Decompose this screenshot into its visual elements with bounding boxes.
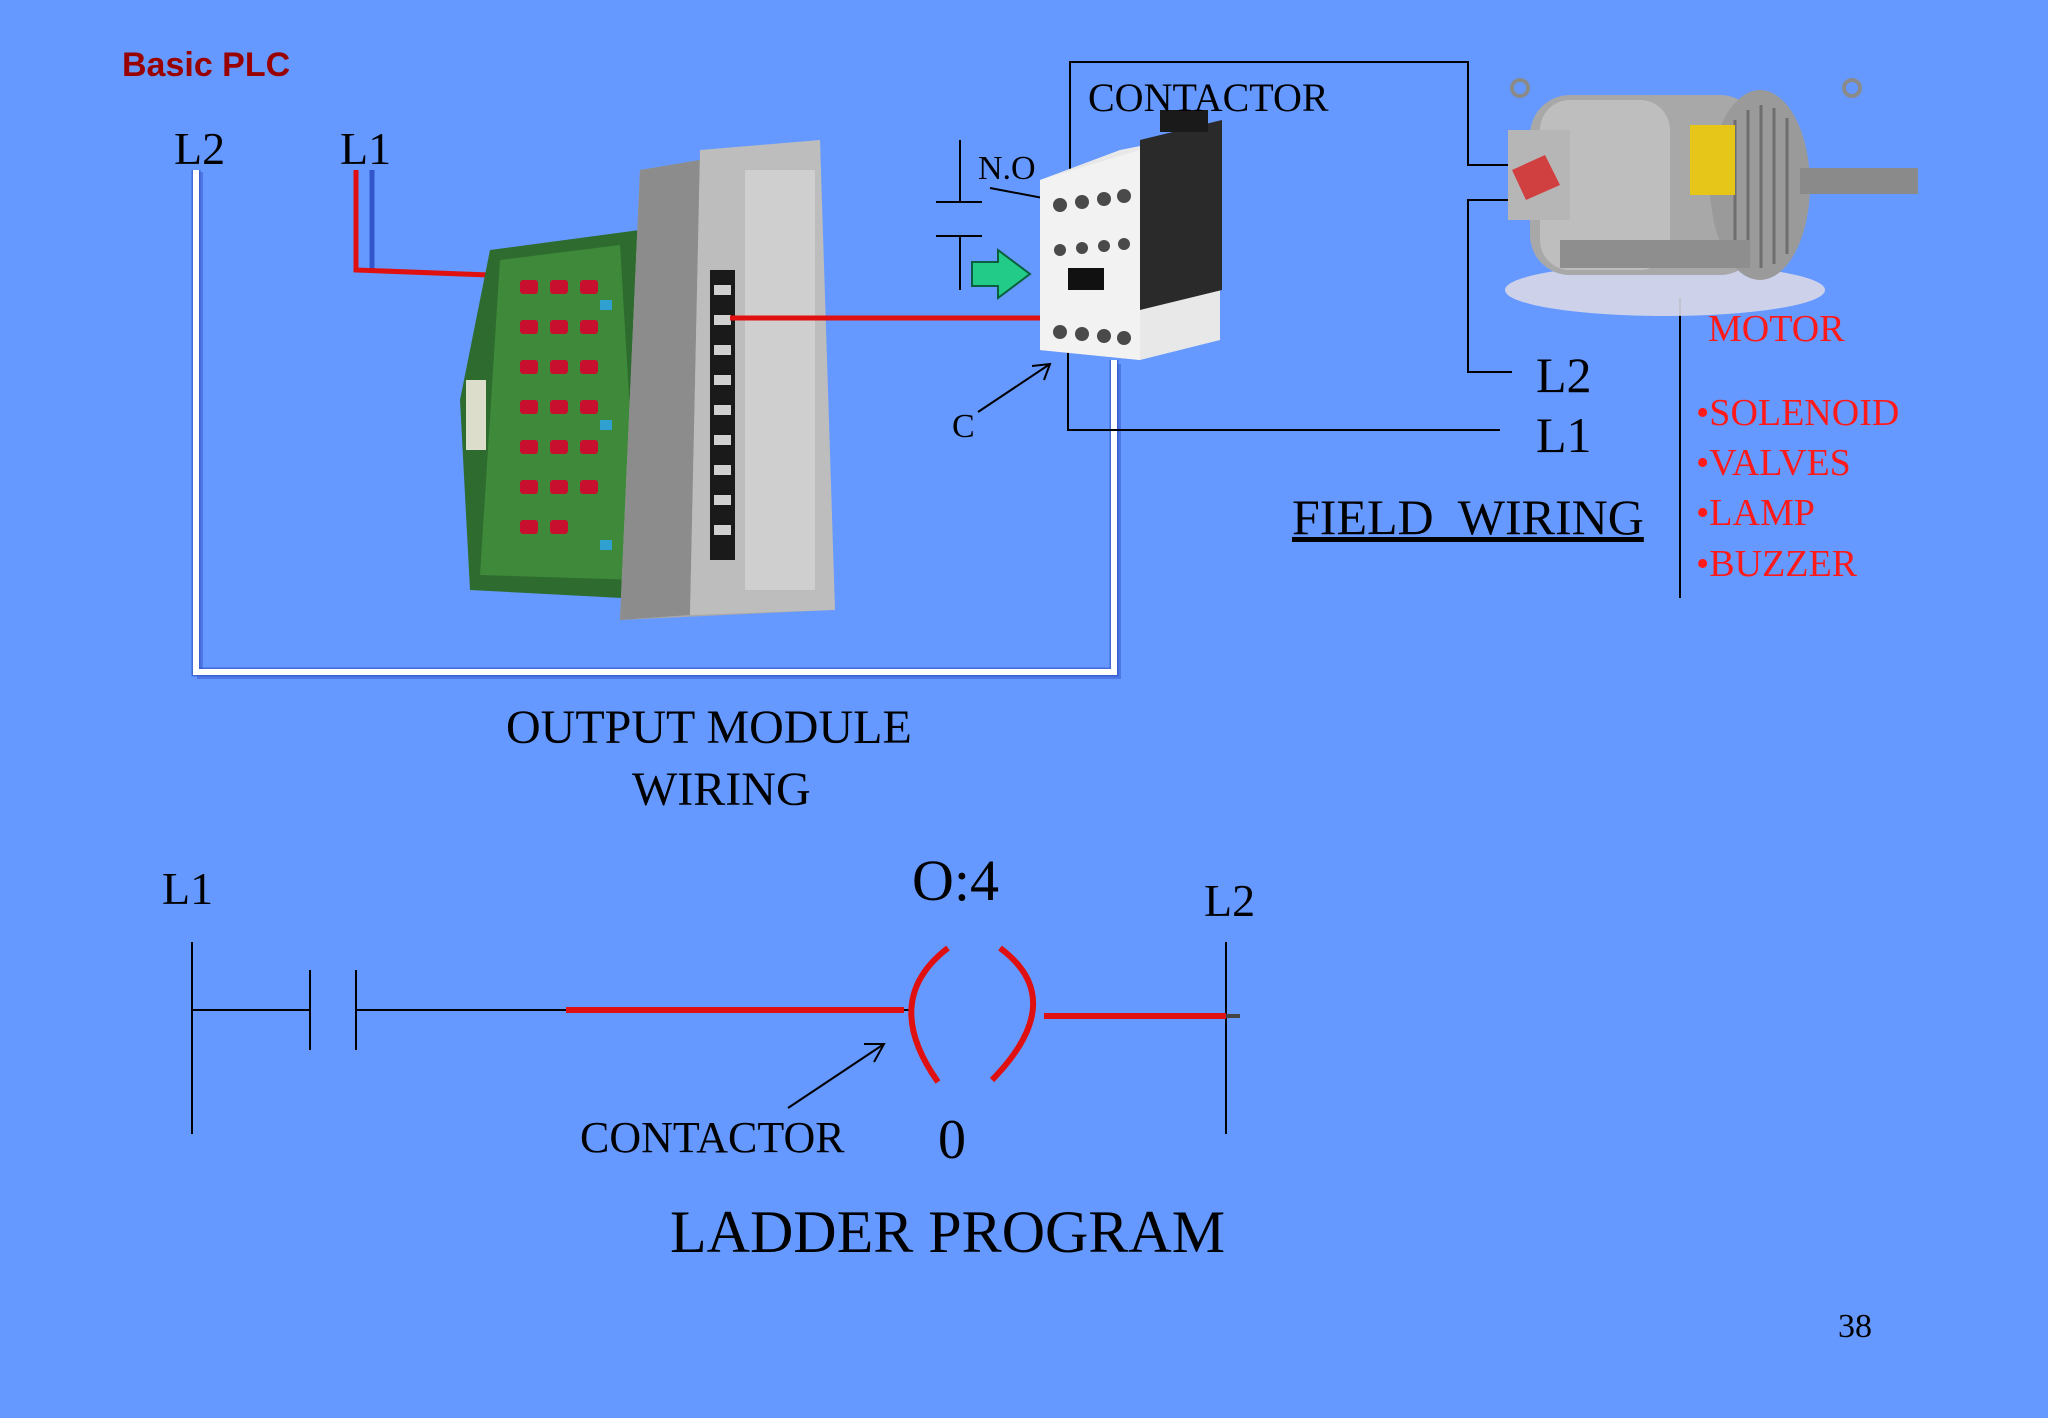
load-list-item: •VALVES [1696, 442, 1851, 484]
contactor-title: CONTACTOR [1088, 75, 1329, 120]
slide-header: Basic PLC [122, 46, 291, 84]
field-wiring-caption: FIELD WIRING [1292, 489, 1644, 545]
module-l2-label: L2 [174, 123, 226, 174]
field-l2-label: L2 [1536, 347, 1592, 403]
motor-image [1505, 78, 1918, 316]
ladder-program-caption: LADDER PROGRAM [670, 1199, 1226, 1265]
coil-left-arc [908, 945, 950, 1084]
contactor-image [1040, 110, 1222, 360]
module-l1-label: L1 [340, 123, 392, 174]
ladder-l2-label: L2 [1204, 875, 1256, 926]
page-number: 38 [1838, 1308, 1872, 1345]
field-l1-label: L1 [1536, 407, 1592, 463]
load-list-item: •BUZZER [1696, 543, 1858, 585]
output-module-caption-line1: OUTPUT MODULE [506, 701, 912, 754]
ladder-l1-label: L1 [162, 863, 214, 914]
ladder-contactor-label: CONTACTOR [580, 1113, 845, 1162]
load-list-item: •SOLENOID [1696, 392, 1900, 434]
output-module-caption-line2: WIRING [632, 763, 811, 816]
plc-output-module-image [460, 140, 835, 620]
neutral-wire [191, 170, 1121, 679]
coil-address-label: O:4 [912, 848, 999, 913]
coil-bit-label: 0 [938, 1109, 966, 1171]
no-contact-label: N.O [978, 150, 1036, 187]
common-terminal-label: C [952, 408, 975, 445]
motor-label: MOTOR [1708, 308, 1845, 350]
field-wiring-lines [1067, 61, 1681, 598]
ladder-rung [191, 942, 1240, 1134]
coil-right-arc [989, 945, 1036, 1083]
actuation-arrow-icon [971, 248, 1032, 300]
load-list-item: •LAMP [1696, 492, 1815, 534]
